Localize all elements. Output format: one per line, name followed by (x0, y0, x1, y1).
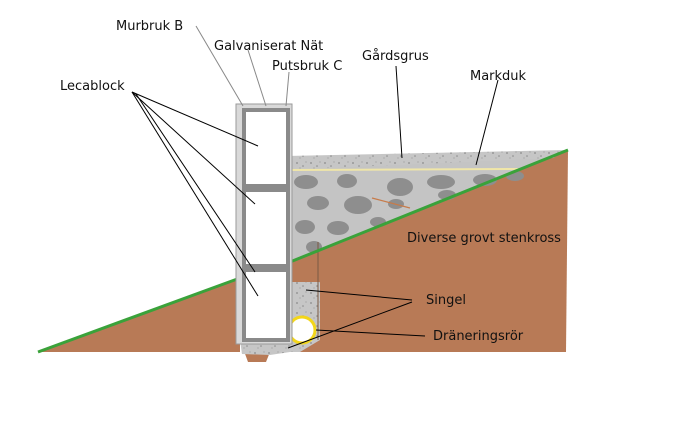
fabric-line (287, 168, 519, 171)
soil-backfill (290, 150, 568, 352)
label-gardsgrus: Gårdsgrus (362, 49, 429, 64)
stone-pieces (294, 171, 524, 253)
label-murbruk-b: Murbruk B (116, 19, 184, 34)
fabric-accent (371, 197, 411, 209)
gravel-layer (286, 150, 566, 170)
grass-line (37, 276, 241, 354)
lecablock-3 (242, 268, 290, 342)
label-stenkross: Diverse grovt stenkross (407, 231, 561, 246)
label-markduk: Markduk (470, 69, 527, 84)
leader-lines (131, 25, 499, 349)
lecablock-2 (242, 188, 290, 268)
label-galvaniserat-nat: Galvaniserat Nät (214, 39, 324, 54)
lecablock-1 (242, 108, 290, 188)
label-putsbruk-c: Putsbruk C (272, 59, 343, 74)
label-draneringsror: Dräneringsrör (433, 329, 524, 344)
grass-line-right (289, 148, 569, 264)
label-lecablock: Lecablock (60, 79, 125, 94)
label-singel: Singel (426, 293, 466, 308)
